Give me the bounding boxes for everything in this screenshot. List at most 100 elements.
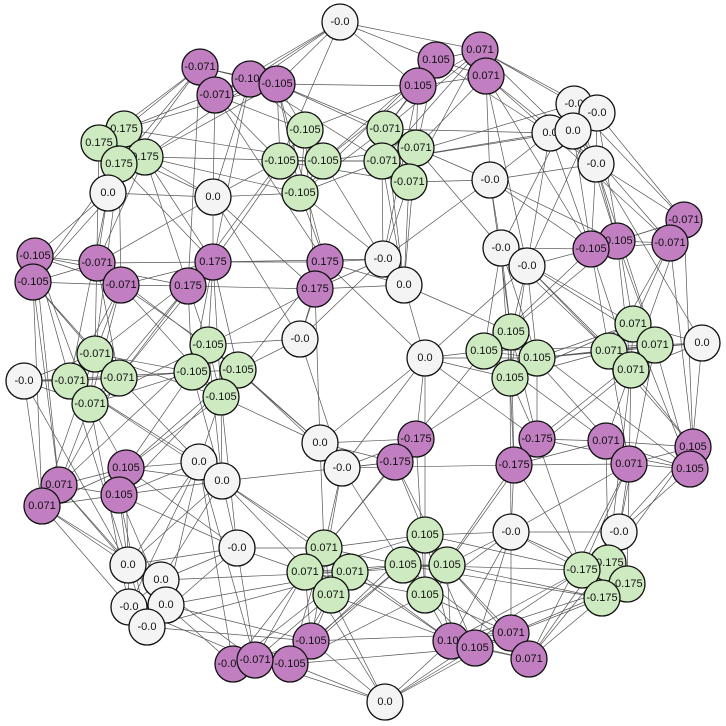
node-label: 0.071 <box>472 70 500 82</box>
graph-node: 0.0 <box>203 462 241 500</box>
graph-node: -0.071 <box>366 110 404 148</box>
graph-node: -0.0 <box>492 513 530 551</box>
node-circle <box>71 385 109 423</box>
node-circle <box>236 641 274 679</box>
node-label: 0.071 <box>310 542 338 554</box>
graph-node: 0.071 <box>23 487 61 525</box>
node-label: -0.071 <box>103 372 134 384</box>
graph-edge <box>510 331 515 466</box>
graph-node: 0.071 <box>467 57 505 95</box>
node-label: -0.105 <box>17 276 48 288</box>
graph-node: -0.105 <box>258 65 296 103</box>
graph-edge <box>299 258 384 340</box>
graph-node: -0.071 <box>390 163 428 201</box>
graph-node: 0.0 <box>406 339 444 377</box>
node-circle <box>406 516 444 554</box>
node-label: 0.175 <box>311 256 339 268</box>
graph-edge <box>489 179 618 242</box>
graph-node: -0.071 <box>397 129 435 167</box>
graph-node: -0.071 <box>78 244 116 282</box>
graph-node: -0.105 <box>286 111 324 149</box>
node-circle <box>495 446 533 484</box>
graph-node: -0.071 <box>100 359 138 397</box>
node-label: 0.105 <box>404 80 432 92</box>
graph-edge <box>489 179 592 250</box>
node-label: 0.0 <box>205 191 220 203</box>
graph-node: -0.071 <box>651 224 689 262</box>
graph-edge <box>513 463 630 466</box>
graph-node: -0.0 <box>321 3 359 41</box>
node-circle <box>194 243 232 281</box>
graph-node: 0.105 <box>518 339 556 377</box>
graph-edge <box>608 350 630 465</box>
node-label: -0.175 <box>521 433 552 445</box>
graph-edge <box>23 380 43 507</box>
node-circle <box>465 332 503 370</box>
node-label: 0.105 <box>112 462 140 474</box>
node-circle <box>399 67 437 105</box>
graph-node: 0.105 <box>417 41 455 79</box>
node-label: -0.071 <box>74 398 105 410</box>
graph-node: -0.105 <box>219 351 257 389</box>
node-circle <box>296 270 334 308</box>
graph-edge <box>96 262 120 379</box>
node-circle <box>258 65 296 103</box>
node-label: 0.071 <box>595 345 623 357</box>
graph-edge <box>144 156 189 287</box>
node-label: 0.0 <box>377 696 392 708</box>
node-label: 0.071 <box>615 458 643 470</box>
node-label: -0.105 <box>205 391 236 403</box>
node-circle <box>286 111 324 149</box>
node-label: 0.105 <box>496 372 524 384</box>
graph-edge <box>384 128 551 134</box>
graph-edge <box>221 480 325 549</box>
graph-edge <box>128 461 200 608</box>
node-label: 0.105 <box>105 489 133 501</box>
node-label: -0.105 <box>192 339 223 351</box>
node-label: 0.071 <box>497 627 525 639</box>
graph-edge <box>118 494 238 549</box>
graph-node: -0.175 <box>583 579 621 617</box>
node-circle <box>518 339 556 377</box>
graph-edge <box>510 463 630 533</box>
graph-node: -0.0 <box>128 608 166 646</box>
node-circle <box>518 420 556 458</box>
graph-edge <box>415 147 502 249</box>
graph-node: -0.071 <box>102 266 140 304</box>
node-circle <box>219 351 257 389</box>
graph-node: 0.175 <box>169 267 207 305</box>
graph-edge <box>69 192 109 382</box>
node-circle <box>218 529 256 567</box>
graph-node: -0.105 <box>14 263 52 301</box>
graph-edge <box>96 261 214 264</box>
node-circle <box>508 247 546 285</box>
node-circle <box>281 320 319 358</box>
node-circle <box>109 546 147 584</box>
node-circle <box>100 359 138 397</box>
graph-edge <box>125 396 222 469</box>
node-circle <box>467 57 505 95</box>
graph-edge <box>324 261 426 359</box>
graph-node: 0.105 <box>492 313 530 351</box>
node-label: -0.071 <box>393 176 424 188</box>
node-circle <box>128 608 166 646</box>
graph-edge <box>314 288 321 444</box>
node-label: 0.105 <box>523 352 551 364</box>
graph-node: -0.0 <box>218 529 256 567</box>
node-circle <box>76 335 114 373</box>
node-circle <box>612 351 650 389</box>
node-label: 0.105 <box>676 463 704 475</box>
graph-edge <box>96 196 214 264</box>
graph-edge <box>424 265 528 359</box>
graph-edge <box>500 247 538 359</box>
node-label: 0.071 <box>592 435 620 447</box>
node-label: 0.0 <box>565 125 580 137</box>
node-label: 0.175 <box>174 280 202 292</box>
node-label: 0.0 <box>542 127 557 139</box>
graph-node: -0.0 <box>600 513 638 551</box>
graph-edge <box>127 461 200 566</box>
graph-edge <box>212 196 316 290</box>
graph-nodes: -0.0-0.071-0.071-0.105-0.1050.1050.1050.… <box>5 3 721 721</box>
graph-node: -0.071 <box>236 641 274 679</box>
graph-edge <box>198 461 234 665</box>
